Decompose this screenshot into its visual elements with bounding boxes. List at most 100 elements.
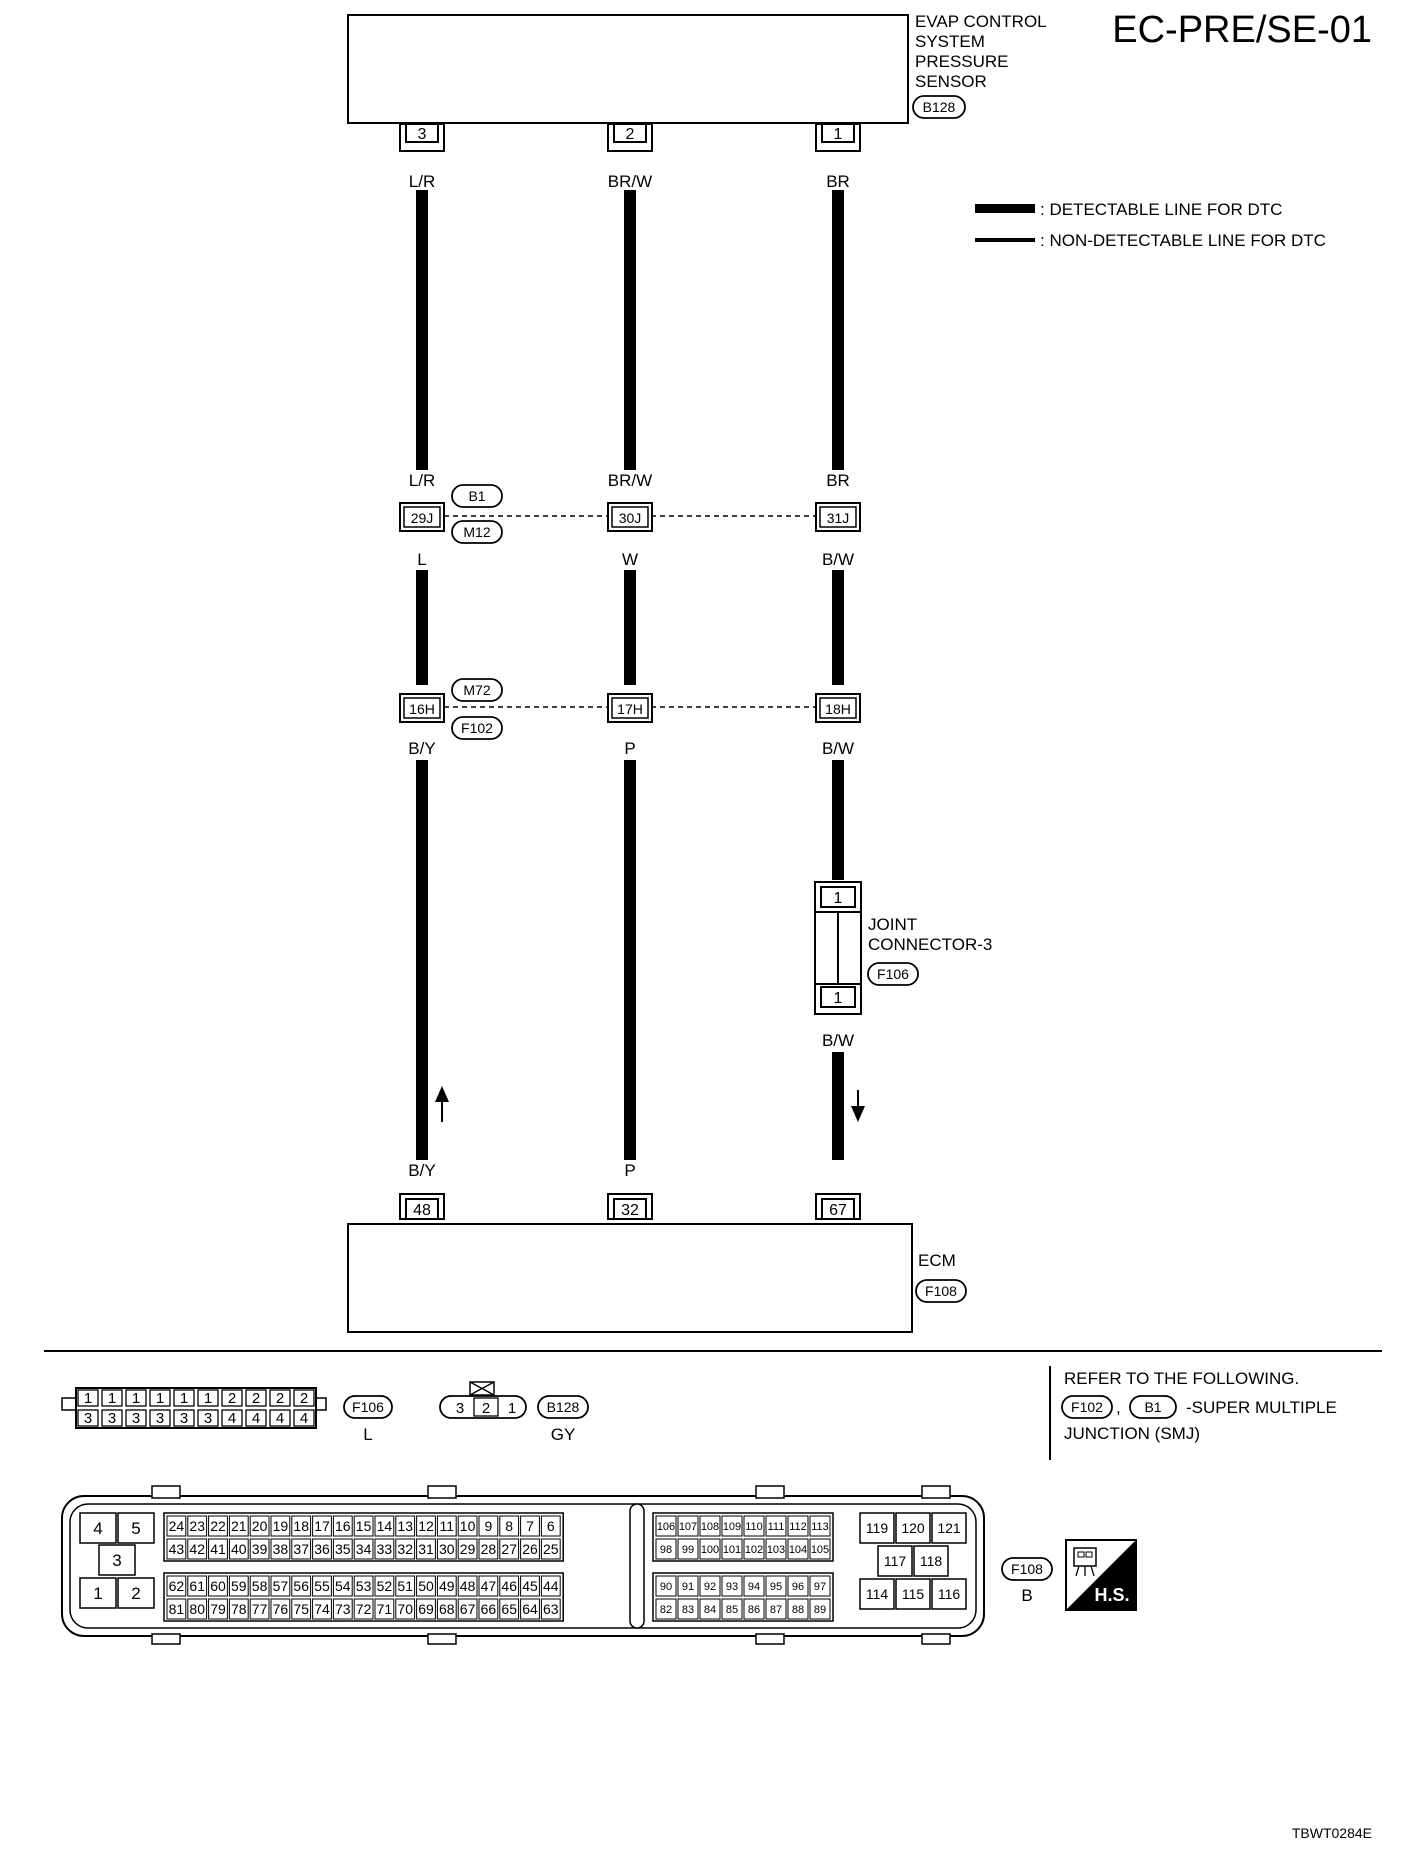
- f108-pin-cell: [721, 1538, 743, 1560]
- f108-pin: 94: [748, 1581, 760, 1593]
- f108-pin: 109: [723, 1521, 741, 1533]
- f108-pin-cell: [270, 1538, 291, 1560]
- f106-pin: 1: [180, 1390, 188, 1407]
- f108-pin: 57: [273, 1578, 289, 1594]
- ecm-pin-connector-pin: 67: [829, 1202, 847, 1219]
- f108-pin: 85: [726, 1604, 738, 1616]
- f106-pin-cell: [125, 1409, 147, 1427]
- f108-pin-cell: [520, 1538, 540, 1560]
- f108-pin-cell: [478, 1515, 499, 1537]
- f108-pin: 105: [811, 1544, 829, 1556]
- f108-pin: 19: [273, 1518, 289, 1534]
- junction-connector-tags: B1 M12 M72 F102: [451, 484, 503, 740]
- f108-pin: 12: [418, 1518, 434, 1534]
- sensor-pin-connector-pin: 1: [834, 126, 843, 143]
- f108-pin-cell: [809, 1538, 831, 1560]
- f108-pin-cell: [208, 1575, 228, 1597]
- f106-pin: 4: [276, 1410, 284, 1427]
- f108-pin: 6: [547, 1518, 555, 1534]
- f108-pin-cell: [765, 1538, 787, 1560]
- f108-pin-cell: [787, 1538, 809, 1560]
- f108-pin: 59: [231, 1578, 247, 1594]
- f108-pin-cell: [655, 1515, 677, 1537]
- f108-pin: 40: [231, 1541, 247, 1557]
- f108-pin-cell: [931, 1512, 967, 1544]
- f106-latch: [315, 1397, 327, 1411]
- f108-pin: 39: [252, 1541, 268, 1557]
- sensor-name-line: PRESSURE: [915, 52, 1009, 71]
- wire-color-label: B/W: [822, 550, 854, 569]
- f108-pin: 24: [169, 1518, 185, 1534]
- f106-pin: 3: [156, 1410, 164, 1427]
- f108-pin-cell: [699, 1598, 721, 1620]
- f108-pin-cell: [655, 1598, 677, 1620]
- f108-pin-cell: [436, 1575, 457, 1597]
- wire-color-label: B/W: [822, 1031, 854, 1050]
- f108-pin-cell: [332, 1575, 353, 1597]
- f108-pin: 107: [679, 1521, 697, 1533]
- f106-pin: 2: [276, 1390, 284, 1407]
- f108-pin-cell: [312, 1575, 332, 1597]
- f108-pin: 73: [335, 1601, 351, 1617]
- sensor-pin-connector-pin: 3: [418, 126, 427, 143]
- f108-pin: 87: [770, 1604, 782, 1616]
- ecm-pin-connector-cell: [613, 1198, 647, 1220]
- ecm-pin-connector-cell: [821, 1198, 855, 1220]
- f108-pin: 46: [501, 1578, 517, 1594]
- f108-color: B: [1021, 1586, 1032, 1605]
- f108-pin-cell: [332, 1598, 353, 1620]
- f106-tag-label: F106: [352, 1399, 384, 1415]
- f108-pin-cell: [374, 1515, 395, 1537]
- f106-pin-cell: [173, 1409, 195, 1427]
- f108-pin: 72: [356, 1601, 372, 1617]
- connector-tag-m12: M12: [451, 520, 503, 544]
- f108-pin-cell: [520, 1575, 540, 1597]
- f108-pin: 20: [252, 1518, 268, 1534]
- f108-pin: 112: [789, 1521, 807, 1533]
- f108-pin: 63: [543, 1601, 559, 1617]
- f108-pin: 58: [252, 1578, 268, 1594]
- f108-pin-cell: [743, 1515, 765, 1537]
- b128-tag-label: B128: [547, 1399, 580, 1415]
- f108-pin: 32: [397, 1541, 413, 1557]
- f108-pin-cell: [859, 1512, 895, 1544]
- f108-pin-cell: [187, 1575, 208, 1597]
- f106-pin: 4: [228, 1410, 236, 1427]
- hs-badge: H.S.: [1065, 1539, 1137, 1611]
- joint-connector-tag: F106: [867, 962, 919, 986]
- wire-segment: [416, 760, 428, 1160]
- f108-pin: 41: [210, 1541, 226, 1557]
- wire-color-label: B/Y: [408, 1161, 435, 1180]
- f108-divider: [629, 1503, 645, 1629]
- f108-pin-cell: [859, 1578, 895, 1610]
- f106-pin: 4: [252, 1410, 260, 1427]
- f108-pin-cell: [117, 1577, 155, 1609]
- junction-2-pin-cell: [403, 697, 441, 719]
- f108-tab: [427, 1485, 457, 1499]
- f108-pin-cell: [353, 1515, 374, 1537]
- f106-color: L: [363, 1425, 372, 1444]
- ecm-connector-tag: F108: [915, 1279, 967, 1303]
- f106-pin-cell: [149, 1409, 171, 1427]
- f108-pin: 119: [866, 1520, 889, 1536]
- junction-1-pin-cell: [403, 506, 441, 528]
- f106-pin-cell: [293, 1389, 315, 1407]
- sensor-connector-tag: B128: [912, 95, 966, 119]
- f108-pin: 10: [460, 1518, 476, 1534]
- f106-pin: 1: [108, 1390, 116, 1407]
- refer-conn2: B1: [1144, 1399, 1161, 1415]
- f106-pin: 1: [84, 1390, 92, 1407]
- wire-color-label: L/R: [409, 172, 435, 191]
- f106-pin-cell: [77, 1409, 99, 1427]
- f108-pin-cell: [913, 1545, 949, 1577]
- f106-pin-cell: [77, 1389, 99, 1407]
- f108-pin: 103: [767, 1544, 785, 1556]
- legend: : DETECTABLE LINE FOR DTC : NON-DETECTAB…: [975, 200, 1326, 250]
- f108-pin: 77: [252, 1601, 268, 1617]
- f108-pin: 26: [522, 1541, 538, 1557]
- f108-pin-cell: [395, 1538, 416, 1560]
- f108-pin-cell: [677, 1598, 699, 1620]
- f108-pin: 90: [660, 1581, 672, 1593]
- f108-pin-cell: [98, 1544, 136, 1576]
- wire-color-label: P: [624, 1161, 635, 1180]
